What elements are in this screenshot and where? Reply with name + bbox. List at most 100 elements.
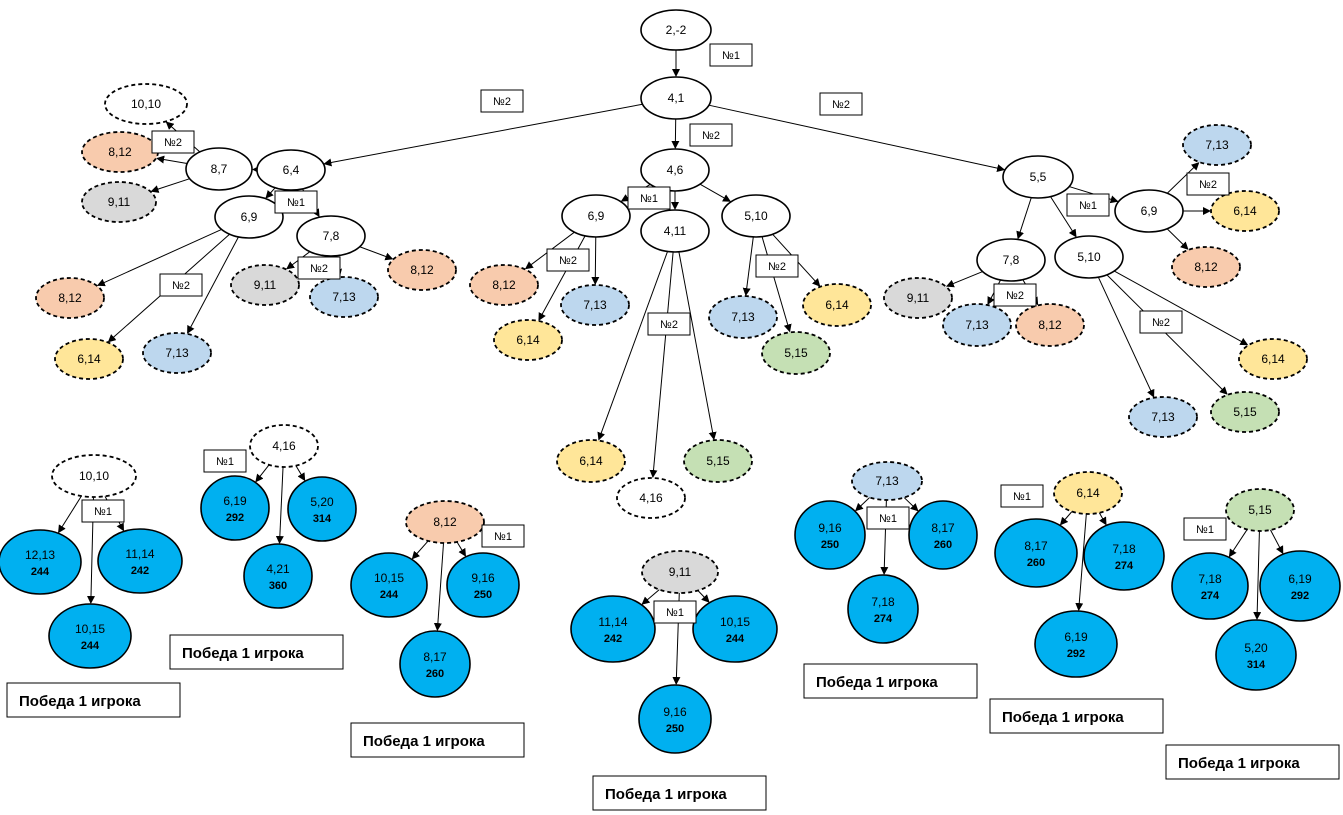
edge-s7_root-s7_a [1228, 529, 1248, 558]
edge-n_7_8_b-n_9_11_c [945, 271, 983, 288]
node-ellipse [561, 194, 631, 238]
move-label: №1 [481, 524, 525, 548]
edges-layer [58, 50, 1284, 686]
node-n_8_12_f: 8,12 [1015, 303, 1085, 347]
move-label-text: №1 [216, 456, 234, 468]
node-label: 7,13 [731, 310, 755, 324]
move-label-text: №2 [1006, 290, 1024, 302]
move-label-box [1000, 484, 1044, 508]
move-label: №1 [274, 190, 318, 214]
node-s1_root: 10,10 [51, 454, 137, 498]
node-label: 8,12 [433, 515, 457, 529]
node-ellipse [847, 574, 919, 644]
node-ellipse [851, 461, 923, 501]
node-ellipse [761, 331, 831, 375]
node-ellipse [230, 264, 300, 306]
node-s5_root: 7,13 [851, 461, 923, 501]
win-label: Победа 1 игрока [350, 722, 525, 758]
move-label-text: №1 [494, 531, 512, 543]
move-label: №2 [151, 130, 195, 154]
move-label: №1 [653, 600, 697, 624]
node-ellipse [1238, 338, 1308, 380]
node-label: 8,17 [423, 650, 447, 664]
move-label: №1 [203, 449, 247, 473]
node-label: 5,20 [1244, 641, 1268, 655]
node-label: 6,14 [579, 454, 603, 468]
move-label-box [151, 130, 195, 154]
edge-n_4_1-n_6_4 [323, 103, 643, 167]
node-n_6_9_a: 6,9 [214, 195, 284, 239]
node-ellipse [560, 284, 630, 326]
move-label: №1 [81, 499, 125, 523]
move-label-box [1139, 310, 1183, 334]
edge-s3_root-s3_c [433, 542, 445, 632]
node-label: 9,11 [907, 291, 930, 305]
node-ellipse [287, 476, 357, 542]
node-n_6_14_a: 6,14 [54, 338, 124, 380]
node-ellipse [616, 477, 686, 519]
edge-s5_root-s5_b [903, 497, 919, 512]
node-label: 4,21 [266, 562, 290, 576]
move-label-box [297, 256, 341, 280]
move-label-text: №1 [640, 193, 658, 205]
node-value: 244 [81, 640, 100, 652]
node-value: 260 [1027, 557, 1045, 569]
node-ellipse [48, 603, 132, 669]
win-label: Победа 1 игрока [803, 663, 978, 699]
node-ellipse [97, 528, 183, 594]
node-value: 292 [1291, 590, 1309, 602]
edge-n_6_4-n_6_9_a [265, 187, 276, 199]
move-label: №1 [1000, 484, 1044, 508]
node-value: 242 [131, 565, 149, 577]
move-label-text: №2 [559, 255, 577, 267]
node-value: 314 [1247, 659, 1266, 671]
node-s6_root: 6,14 [1053, 471, 1123, 515]
node-label: 11,14 [125, 547, 154, 561]
node-ellipse [296, 215, 366, 257]
node-ellipse [350, 552, 428, 618]
move-label-text: №2 [493, 96, 511, 108]
move-label-box [627, 186, 671, 210]
edge-s1_root-s1_a [58, 495, 82, 534]
node-value: 360 [269, 580, 287, 592]
node-label: 4,16 [272, 439, 296, 453]
node-n_8_12_b: 8,12 [35, 277, 105, 319]
move-label-box [203, 449, 247, 473]
node-label: 5,10 [1077, 250, 1101, 264]
edge-s2_root-s2_a [255, 464, 270, 483]
node-n_4_16_a: 4,16 [616, 477, 686, 519]
move-label-text: №2 [660, 319, 678, 331]
node-label: 6,19 [1288, 572, 1312, 586]
node-value: 244 [726, 633, 745, 645]
move-label-text: №1 [1013, 491, 1031, 503]
move-label-box [481, 524, 525, 548]
edge-n_6_9_c-n_7_13_e [1166, 162, 1200, 194]
node-n_6_14_b: 6,14 [493, 319, 563, 361]
node-ellipse [1182, 124, 1252, 166]
node-label: 9,16 [818, 521, 842, 535]
node-n_5_10_b: 5,10 [1054, 235, 1124, 279]
node-ellipse [1259, 550, 1341, 622]
win-label-text: Победа 1 игрока [1002, 709, 1124, 726]
node-s7_b: 6,19 292 [1259, 550, 1341, 622]
edge-n_5_5-n_5_10_b [1050, 196, 1077, 238]
node-label: 12,13 [25, 548, 55, 562]
node-n_8_12_e: 8,12 [1171, 246, 1241, 288]
node-label: 7,18 [1112, 542, 1136, 556]
node-ellipse [214, 195, 284, 239]
node-n_7_13_d: 7,13 [708, 295, 778, 339]
node-ellipse [1225, 488, 1295, 532]
node-n_8_7: 8,7 [185, 147, 253, 191]
node-label: 6,14 [825, 298, 849, 312]
node-ellipse [469, 264, 539, 306]
node-ellipse [641, 550, 719, 594]
